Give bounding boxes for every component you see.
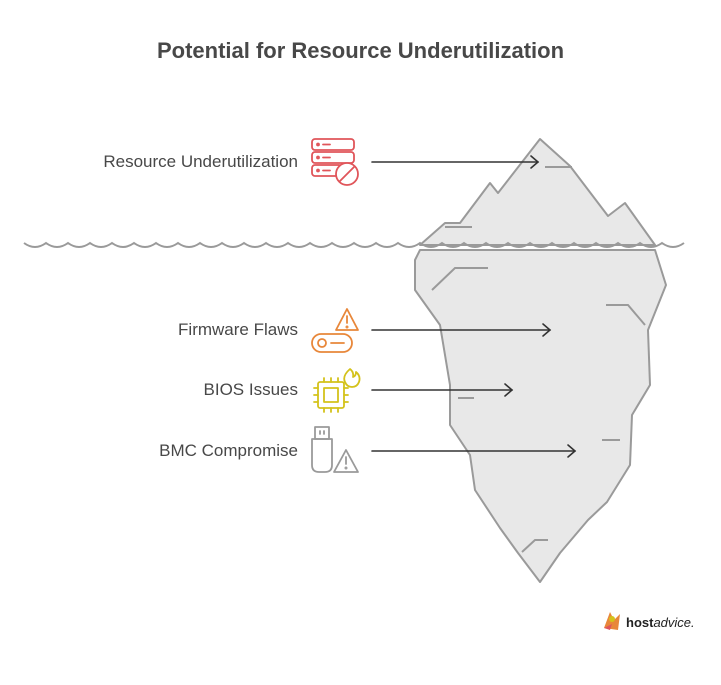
label-firmware-flaws: Firmware Flaws [178, 320, 298, 339]
arrow-bios-issues [371, 383, 514, 397]
waterline [23, 241, 685, 248]
iceberg-body [414, 249, 667, 583]
page-title: Potential for Resource Underutilization [156, 38, 565, 63]
arrow-firmware-flaws [371, 323, 552, 337]
hardware-warning-icon [311, 308, 359, 353]
iceberg-cracks [431, 166, 646, 553]
arrow-bmc-compromise [371, 444, 577, 458]
usb-warning-icon [311, 426, 359, 473]
server-blocked-icon [311, 138, 359, 186]
arrow-resource-underutilization [371, 155, 540, 169]
chip-fire-icon [313, 368, 361, 413]
iceberg-tip [419, 138, 656, 246]
label-bios-issues: BIOS Issues [203, 380, 298, 399]
label-resource-underutilization: Resource Underutilization [103, 152, 298, 171]
brand-bold: host [626, 614, 654, 630]
brand-italic: advice. [653, 614, 695, 630]
label-bmc-compromise: BMC Compromise [159, 441, 298, 460]
hostadvice-logo-icon [604, 612, 620, 630]
